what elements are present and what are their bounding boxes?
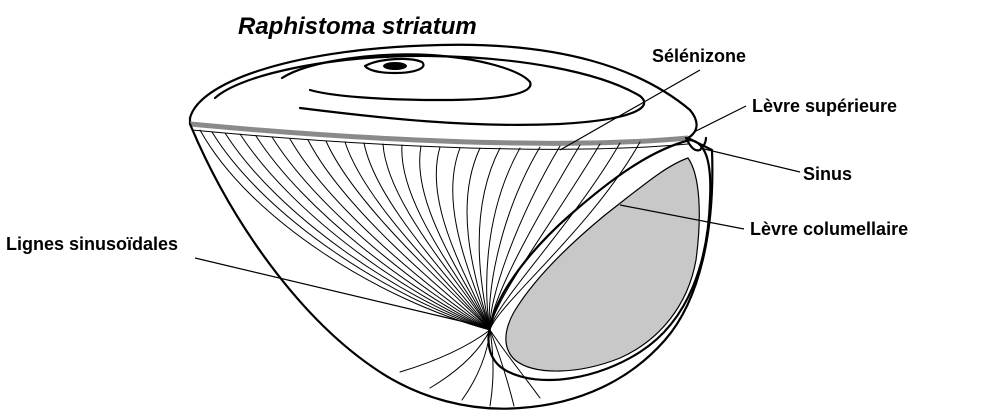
selenizone-band [190,124,688,143]
label-sinus: Sinus [803,164,852,184]
whorl-outer [215,56,644,125]
label-lignes-sinusoidales: Lignes sinusoïdales [6,234,178,254]
diagram-title: Raphistoma striatum [238,13,477,40]
leader-levre-superieure [694,106,746,132]
label-levre-superieure: Lèvre supérieure [752,96,897,116]
whorl-middle [282,54,530,100]
aperture [488,138,710,380]
apex [383,62,407,70]
label-levre-columellaire: Lèvre columellaire [750,219,908,239]
leader-sinus [700,148,800,172]
label-selenizone: Sélénizone [652,46,746,66]
aperture-interior [506,158,699,371]
